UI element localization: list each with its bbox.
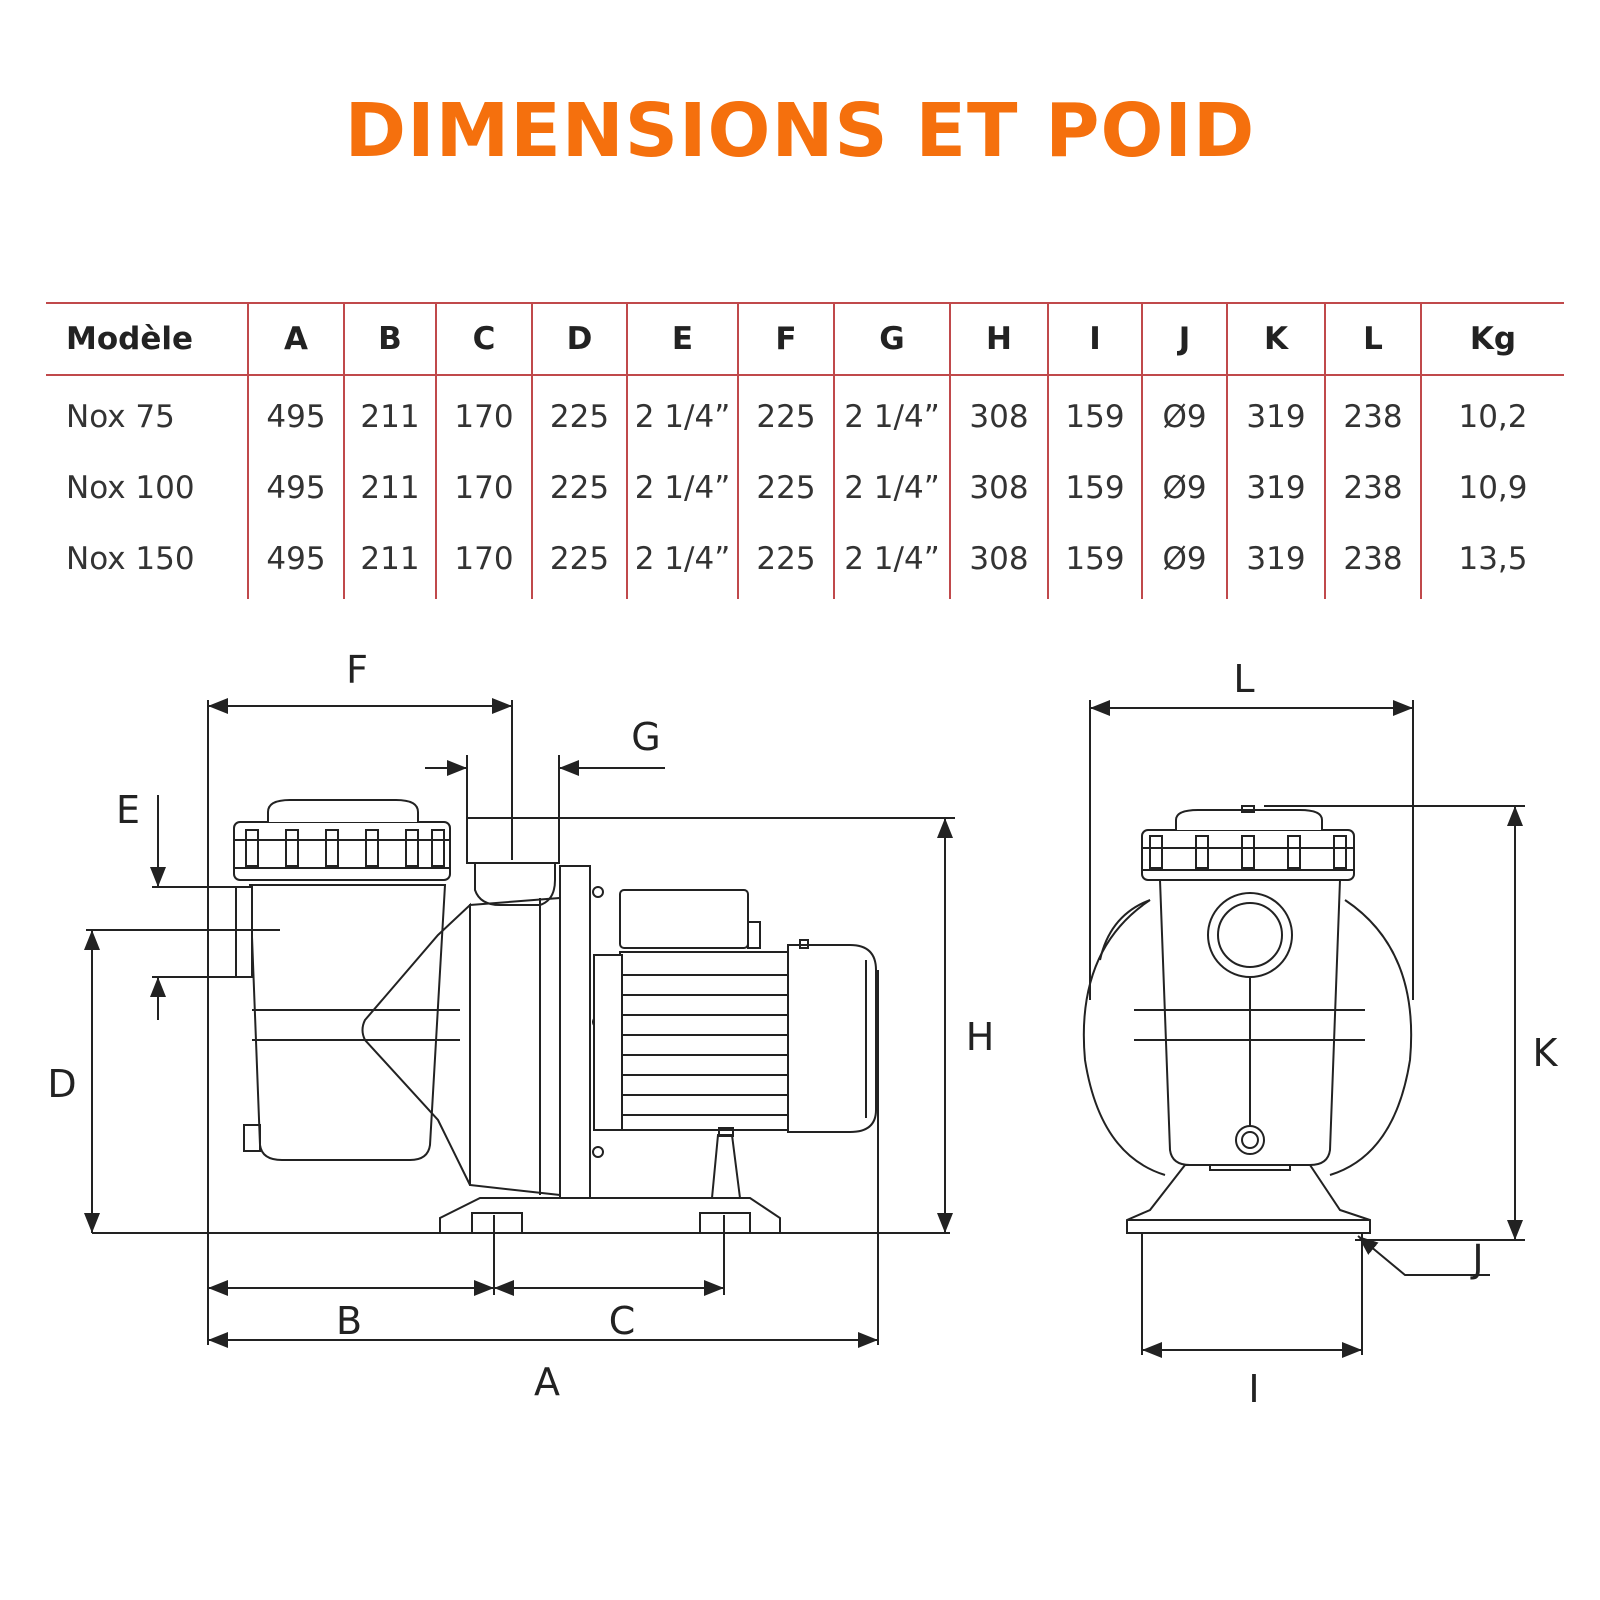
cell-h: 308 xyxy=(949,523,1048,599)
label-g: G xyxy=(631,715,660,759)
header-f: F xyxy=(737,302,834,376)
cell-e: 2 1/4” xyxy=(626,452,738,523)
table-row: Nox 100 495 211 170 225 2 1/4” 225 2 1/4… xyxy=(46,452,1564,523)
table-header-row: Modèle A B C D E F G H I J K L Kg xyxy=(46,302,1564,376)
cell-a: 495 xyxy=(247,375,344,452)
cell-l: 238 xyxy=(1324,452,1421,523)
label-e: E xyxy=(116,788,140,832)
cell-f: 225 xyxy=(737,523,834,599)
cell-c: 170 xyxy=(435,523,532,599)
header-a: A xyxy=(247,302,344,376)
label-i: I xyxy=(1248,1367,1259,1411)
cell-g: 2 1/4” xyxy=(833,375,950,452)
pump-dimension-diagram: F G E D H B C A L K J I xyxy=(47,648,1559,1411)
cell-f: 225 xyxy=(737,452,834,523)
cell-j: Ø9 xyxy=(1141,452,1227,523)
cell-model: Nox 150 xyxy=(66,540,195,577)
cell-kg: 10,9 xyxy=(1420,452,1564,523)
header-h: H xyxy=(949,302,1048,376)
table-row: Nox 75 495 211 170 225 2 1/4” 225 2 1/4”… xyxy=(46,375,1564,452)
cell-model: Nox 100 xyxy=(66,469,195,506)
side-view-pump xyxy=(207,799,877,1234)
cell-e: 2 1/4” xyxy=(626,375,738,452)
cell-c: 170 xyxy=(435,375,532,452)
cell-i: 159 xyxy=(1047,523,1142,599)
header-g: G xyxy=(833,302,950,376)
cell-e: 2 1/4” xyxy=(626,523,738,599)
cell-f: 225 xyxy=(737,375,834,452)
dimensions-table: Modèle A B C D E F G H I J K L Kg Nox 75… xyxy=(46,302,1564,599)
header-j: J xyxy=(1141,302,1227,376)
cell-model: Nox 75 xyxy=(66,398,175,435)
header-e: E xyxy=(626,302,738,376)
page-title: DIMENSIONS ET POID xyxy=(344,88,1256,174)
label-b: B xyxy=(336,1299,362,1343)
cell-b: 211 xyxy=(343,452,436,523)
cell-b: 211 xyxy=(343,523,436,599)
cell-l: 238 xyxy=(1324,523,1421,599)
cell-h: 308 xyxy=(949,452,1048,523)
cell-i: 159 xyxy=(1047,375,1142,452)
header-l: L xyxy=(1324,302,1421,376)
label-j: J xyxy=(1470,1237,1483,1281)
header-i: I xyxy=(1047,302,1142,376)
header-k: K xyxy=(1226,302,1325,376)
label-h: H xyxy=(966,1015,995,1059)
label-d: D xyxy=(47,1062,76,1106)
cell-l: 238 xyxy=(1324,375,1421,452)
cell-j: Ø9 xyxy=(1141,375,1227,452)
cell-g: 2 1/4” xyxy=(833,523,950,599)
cell-d: 225 xyxy=(531,375,627,452)
header-c: C xyxy=(435,302,532,376)
cell-d: 225 xyxy=(531,452,627,523)
cell-kg: 13,5 xyxy=(1420,523,1564,599)
label-k: K xyxy=(1533,1031,1559,1075)
dimension-lines xyxy=(84,698,1525,1358)
cell-i: 159 xyxy=(1047,452,1142,523)
header-kg: Kg xyxy=(1420,302,1564,376)
cell-d: 225 xyxy=(531,523,627,599)
cell-c: 170 xyxy=(435,452,532,523)
header-model: Modèle xyxy=(46,302,248,376)
cell-a: 495 xyxy=(247,523,344,599)
cell-k: 319 xyxy=(1226,375,1325,452)
label-f: F xyxy=(346,648,368,692)
label-l: L xyxy=(1233,657,1254,701)
table-row: Nox 150 495 211 170 225 2 1/4” 225 2 1/4… xyxy=(46,523,1564,599)
cell-k: 319 xyxy=(1226,452,1325,523)
label-c: C xyxy=(609,1299,636,1343)
cell-j: Ø9 xyxy=(1141,523,1227,599)
cell-kg: 10,2 xyxy=(1420,375,1564,452)
header-b: B xyxy=(343,302,436,376)
cell-b: 211 xyxy=(343,375,436,452)
cell-a: 495 xyxy=(247,452,344,523)
cell-h: 308 xyxy=(949,375,1048,452)
cell-k: 319 xyxy=(1226,523,1325,599)
header-d: D xyxy=(531,302,627,376)
label-a: A xyxy=(534,1360,560,1404)
cell-g: 2 1/4” xyxy=(833,452,950,523)
front-view-pump xyxy=(1082,805,1413,1234)
